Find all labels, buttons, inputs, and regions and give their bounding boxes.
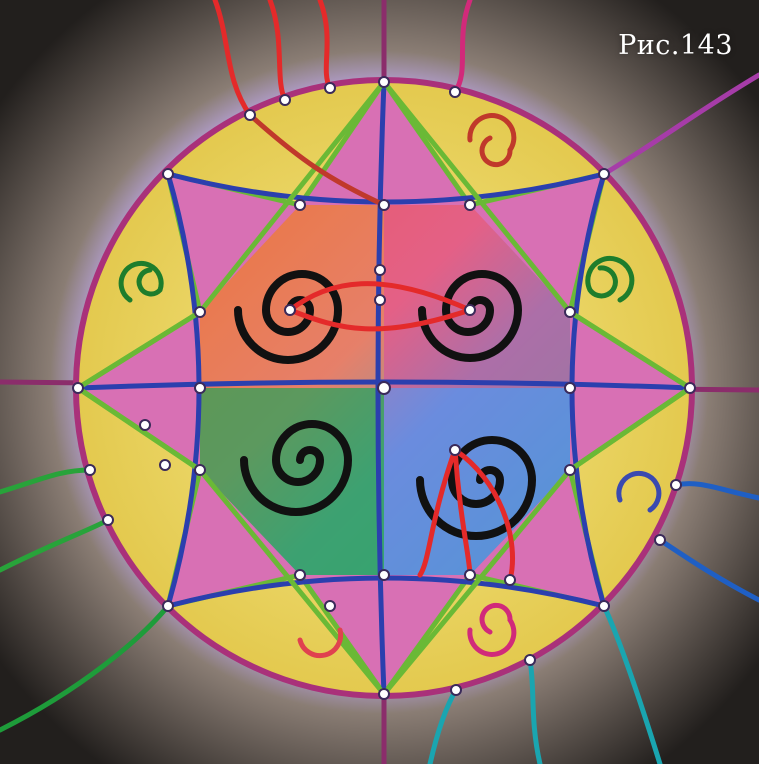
- figure-caption: Рис.143: [618, 30, 733, 61]
